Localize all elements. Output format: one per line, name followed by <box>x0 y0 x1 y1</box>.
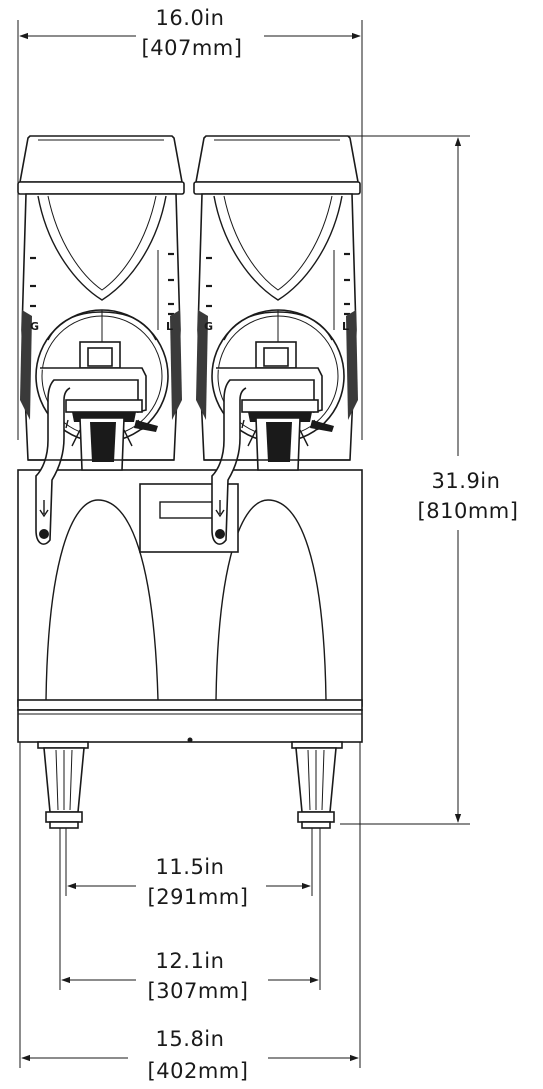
leg-center-spacing-metric: [307mm] <box>148 979 249 1003</box>
base-width-imperial: 15.8in <box>156 1027 225 1051</box>
overall-width-imperial: 16.0in <box>156 6 225 30</box>
inner-leg-spacing-dimension: 11.5in [291mm] <box>65 828 313 909</box>
left-bowl-gallons-mark: G <box>30 320 39 333</box>
right-bowl-gallons-mark: G <box>204 320 213 333</box>
left-leg <box>37 741 89 829</box>
machine-body <box>17 469 363 743</box>
inner-leg-spacing-metric: [291mm] <box>148 885 249 909</box>
overall-height-dimension: 31.9in [810mm] <box>340 135 519 825</box>
overall-width-dimension: 16.0in [407mm] <box>17 6 363 440</box>
base-width-dimension: 15.8in [402mm] <box>19 742 361 1083</box>
right-leg <box>291 741 343 829</box>
right-bowl-unit: G L <box>192 134 362 546</box>
overall-height-imperial: 31.9in <box>432 469 501 493</box>
overall-width-metric: [407mm] <box>142 36 243 60</box>
leg-center-spacing-dimension: 12.1in [307mm] <box>59 828 321 1003</box>
left-bowl-liters-mark: L <box>166 320 173 333</box>
right-bowl-liters-mark: L <box>342 320 349 333</box>
base-width-metric: [402mm] <box>148 1059 249 1083</box>
left-bowl-unit: G L <box>16 134 186 546</box>
leg-center-spacing-imperial: 12.1in <box>156 949 225 973</box>
overall-height-metric: [810mm] <box>418 499 519 523</box>
inner-leg-spacing-imperial: 11.5in <box>156 855 225 879</box>
